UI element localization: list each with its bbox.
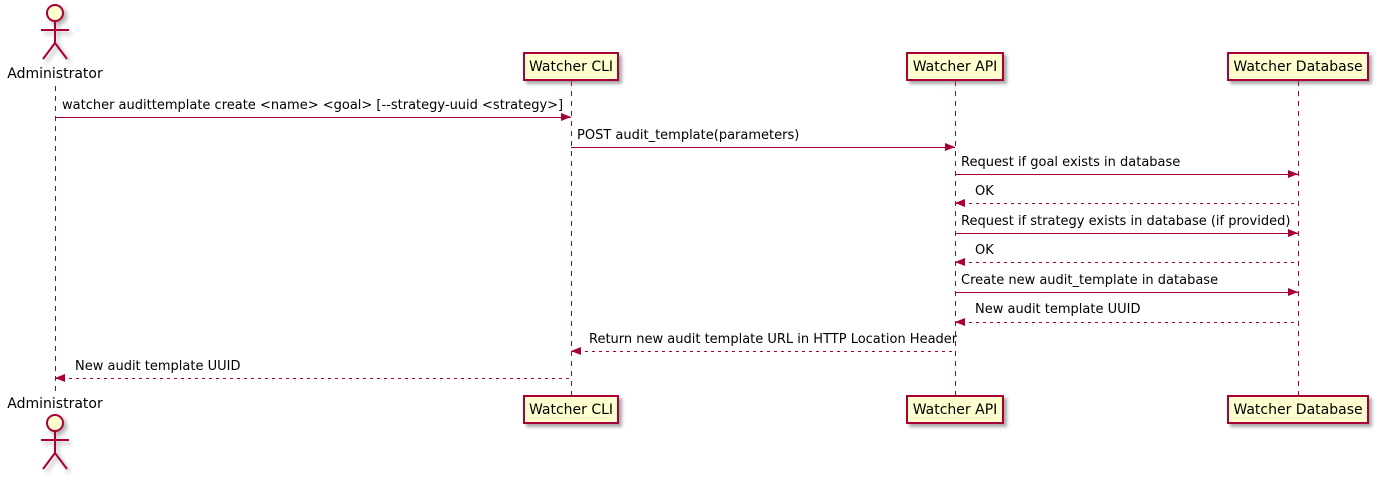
message-line xyxy=(955,203,1298,204)
participant-box-watcher-database-bottom: Watcher Database xyxy=(1227,395,1369,424)
participant-label-administrator-top: Administrator xyxy=(7,66,103,82)
message-line xyxy=(55,117,571,118)
message-line xyxy=(55,378,571,379)
message-label: Return new audit template URL in HTTP Lo… xyxy=(589,332,958,347)
message-line xyxy=(955,322,1298,323)
arrowhead-left-icon xyxy=(571,347,581,355)
lifeline-administrator xyxy=(55,86,56,396)
message-line xyxy=(955,174,1298,175)
message-label: Request if goal exists in database xyxy=(961,155,1181,170)
message-line xyxy=(955,292,1298,293)
lifeline-watcher-cli xyxy=(571,81,572,395)
arrowhead-right-icon xyxy=(1288,229,1298,237)
administrator-actor-icon xyxy=(41,4,69,60)
message-line xyxy=(955,262,1298,263)
administrator-actor-icon xyxy=(41,414,69,470)
message-label: New audit template UUID xyxy=(75,359,241,374)
arrowhead-left-icon xyxy=(55,374,65,382)
lifeline-watcher-api xyxy=(955,81,956,395)
message-line xyxy=(955,233,1298,234)
participant-box-watcher-api-top: Watcher API xyxy=(906,52,1004,81)
participant-box-watcher-api-bottom: Watcher API xyxy=(906,395,1004,424)
arrowhead-right-icon xyxy=(1288,170,1298,178)
participant-box-watcher-database-top: Watcher Database xyxy=(1227,52,1369,81)
message-label: OK xyxy=(975,243,994,258)
participant-label-administrator-bottom: Administrator xyxy=(7,396,103,412)
arrowhead-right-icon xyxy=(945,143,955,151)
arrowhead-left-icon xyxy=(955,318,965,326)
arrowhead-right-icon xyxy=(561,113,571,121)
message-line xyxy=(571,147,955,148)
arrowhead-right-icon xyxy=(1288,288,1298,296)
participant-box-watcher-cli-bottom: Watcher CLI xyxy=(523,395,619,424)
message-label: Request if strategy exists in database (… xyxy=(961,214,1291,229)
participant-box-watcher-cli-top: Watcher CLI xyxy=(523,52,619,81)
message-label: OK xyxy=(975,184,994,199)
message-label: POST audit_template(parameters) xyxy=(577,128,800,143)
message-label: watcher audittemplate create <name> <goa… xyxy=(62,98,564,113)
arrowhead-left-icon xyxy=(955,199,965,207)
message-label: Create new audit_template in database xyxy=(961,273,1219,288)
lifeline-watcher-database xyxy=(1298,81,1299,395)
message-line xyxy=(571,351,955,352)
message-label: New audit template UUID xyxy=(975,302,1141,317)
arrowhead-left-icon xyxy=(955,258,965,266)
